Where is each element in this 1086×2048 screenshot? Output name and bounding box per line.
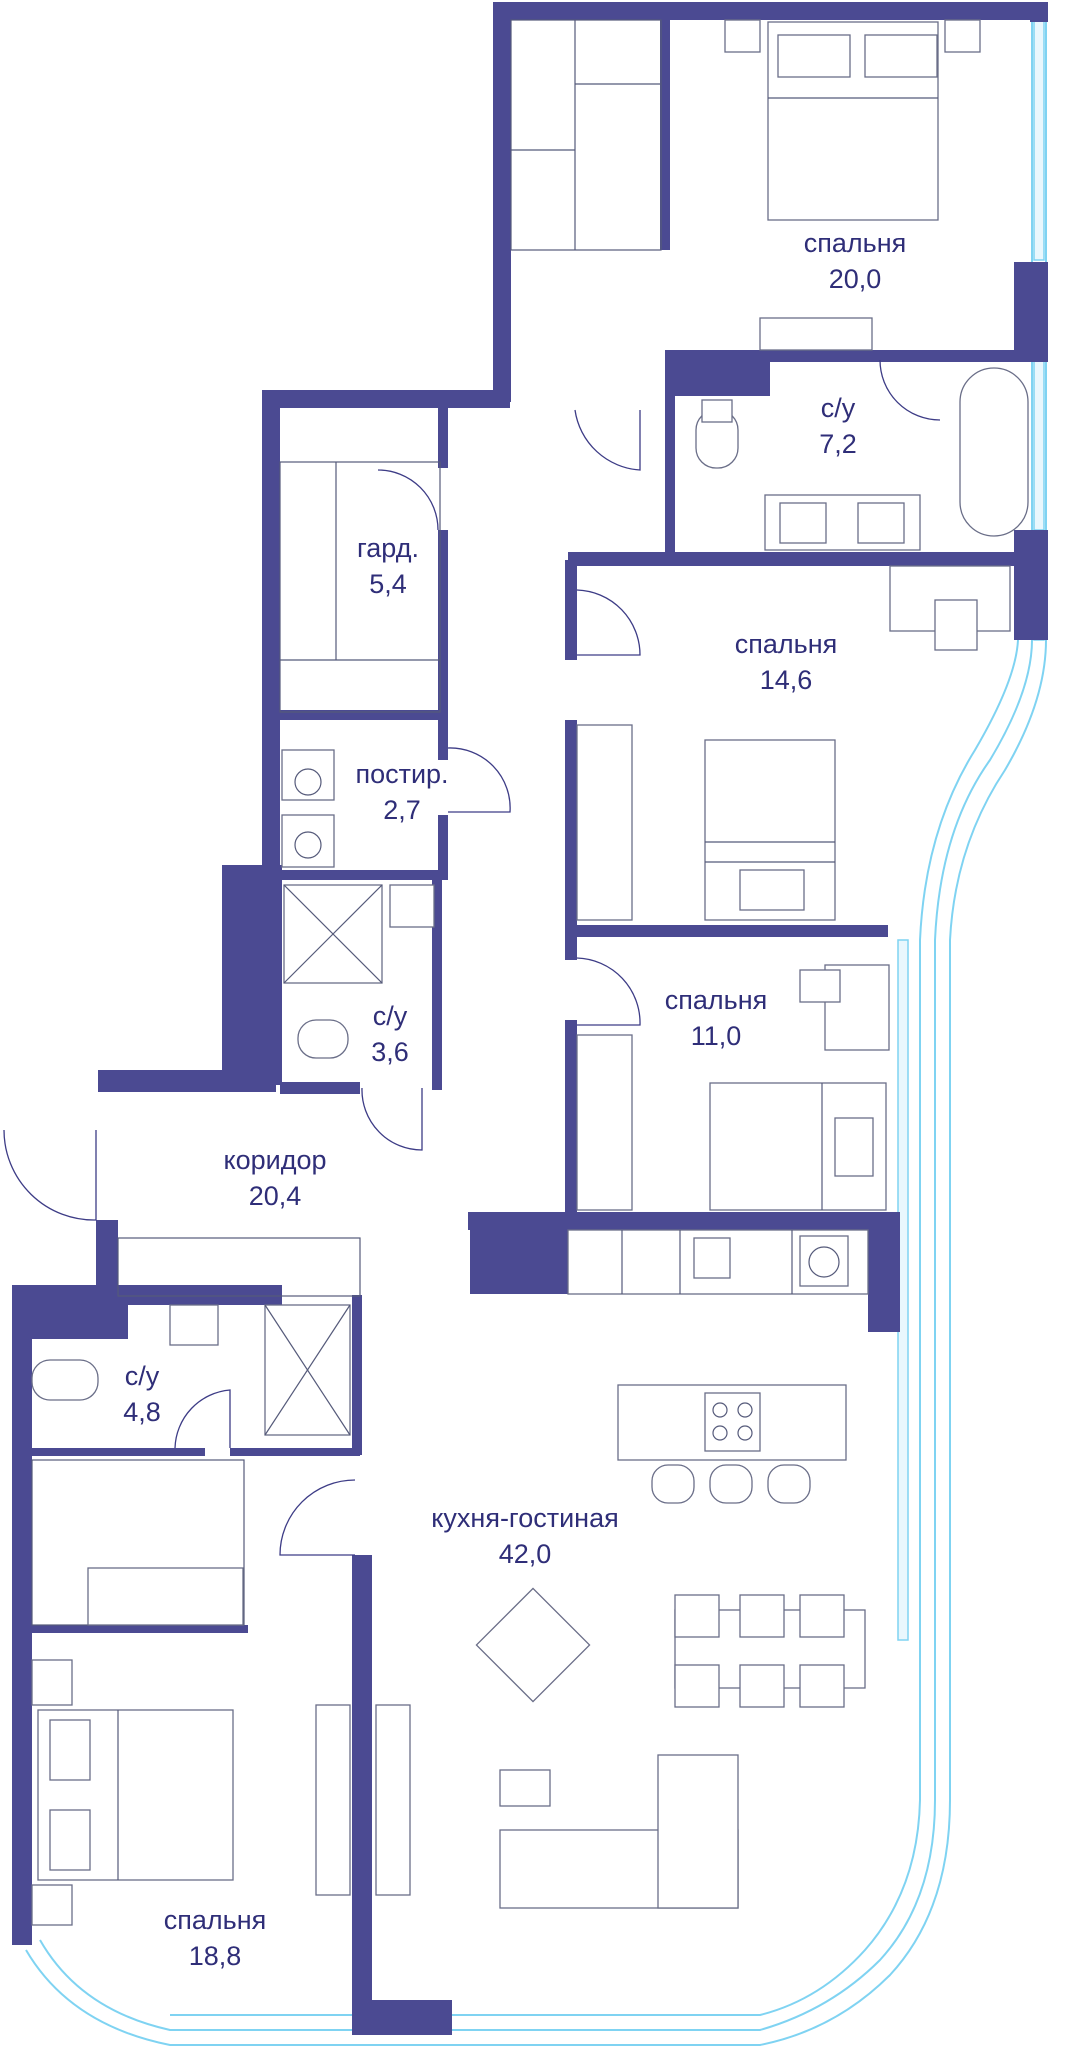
room-corridor: коридор 20,4: [223, 1142, 326, 1214]
room-bedroom-small: спальня 11,0: [665, 982, 768, 1054]
facade-glazing: [25, 10, 1047, 2046]
room-area: 20,4: [248, 1181, 302, 1211]
room-bath-bottom: с/у 4,8: [123, 1358, 161, 1430]
doors: [3, 359, 941, 1556]
room-area: 42,0: [498, 1539, 552, 1569]
room-area: 20,0: [828, 264, 882, 294]
room-area: 11,0: [690, 1021, 742, 1051]
room-name: коридор: [223, 1145, 327, 1175]
furniture: [31, 19, 1029, 1926]
walls: [12, 2, 1048, 2035]
room-bedroom-bottom: спальня 18,8: [164, 1902, 267, 1974]
room-name: с/у: [124, 1361, 160, 1391]
room-kitchen-living: кухня-гостиная 42,0: [431, 1500, 618, 1572]
room-area: 7,2: [819, 429, 857, 459]
room-name: спальня: [734, 629, 838, 659]
room-name: спальня: [664, 985, 768, 1015]
room-name: постир.: [355, 759, 449, 789]
room-bedroom-mid: спальня 14,6: [735, 626, 838, 698]
room-name: спальня: [163, 1905, 267, 1935]
room-name: спальня: [803, 228, 907, 258]
room-area: 2,7: [383, 795, 421, 825]
room-area: 5,4: [369, 569, 407, 599]
room-name: гард.: [357, 533, 419, 563]
room-bath-mid: с/у 3,6: [371, 998, 409, 1070]
room-area: 18,8: [188, 1941, 242, 1971]
room-name: кухня-гостиная: [431, 1503, 619, 1533]
room-area: 4,8: [123, 1397, 161, 1427]
room-laundry: постир. 2,7: [355, 756, 448, 828]
room-wardrobe: гард. 5,4: [357, 530, 419, 602]
room-area: 14,6: [759, 665, 813, 695]
room-bedroom-top: спальня 20,0: [804, 225, 907, 297]
room-area: 3,6: [371, 1037, 409, 1067]
room-name: с/у: [820, 393, 856, 423]
room-bath-top: с/у 7,2: [819, 390, 857, 462]
room-name: с/у: [372, 1001, 408, 1031]
